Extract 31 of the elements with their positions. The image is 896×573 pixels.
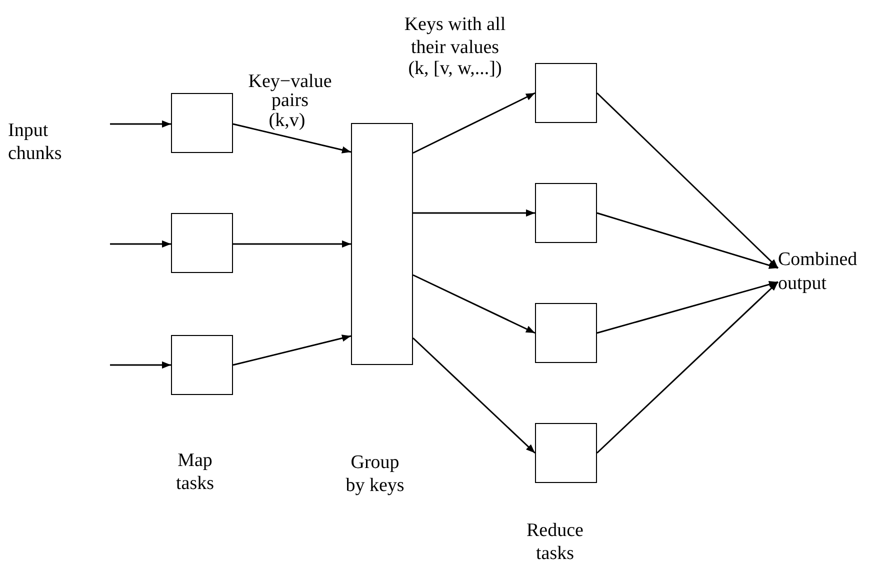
arrow: [232, 123, 352, 154]
arrow: [233, 240, 351, 248]
caption-label: Key−value pairs: [247, 72, 333, 110]
caption-label: Input chunks: [8, 120, 63, 166]
caption-label: Keys with all their values: [403, 14, 507, 60]
task-box: [171, 213, 233, 273]
task-box: [171, 93, 233, 153]
caption-label: Reduce tasks: [526, 520, 584, 566]
arrow: [596, 280, 778, 334]
arrow: [232, 334, 352, 366]
group-box: [351, 123, 413, 365]
task-box: [535, 63, 597, 123]
task-box: [535, 183, 597, 243]
caption-label: (k,v): [268, 110, 306, 133]
caption-label: (k, [v, w,...]): [407, 58, 503, 81]
arrow: [596, 212, 778, 269]
arrow: [596, 281, 779, 454]
arrow: [110, 240, 171, 248]
arrow: [413, 209, 535, 217]
task-box: [171, 335, 233, 395]
task-box: [535, 303, 597, 363]
node-label: Combined output: [778, 248, 858, 296]
arrow: [412, 337, 536, 454]
arrow: [412, 274, 536, 334]
arrow: [110, 361, 171, 369]
caption-label: Map tasks: [175, 450, 215, 496]
task-box: [535, 423, 597, 483]
arrow: [596, 92, 779, 269]
arrow: [412, 92, 536, 154]
caption-label: Group by keys: [344, 452, 406, 498]
arrow: [110, 120, 171, 128]
